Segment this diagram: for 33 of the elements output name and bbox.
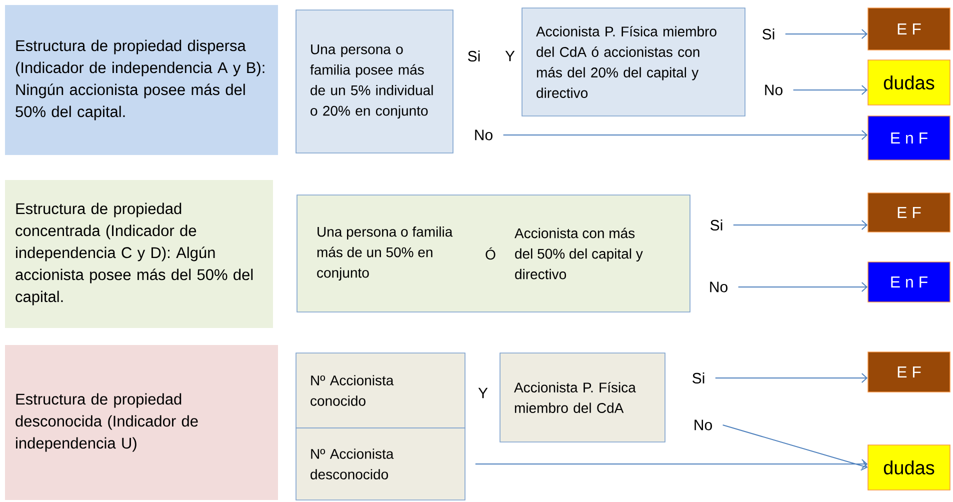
- condition-box: Nº Accionista desconocido: [296, 428, 466, 500]
- answer-label: Si: [710, 219, 722, 230]
- arrow: [714, 373, 868, 383]
- outcome-box: E F: [868, 8, 950, 50]
- arrow: [732, 220, 868, 230]
- outcome-box: E n F: [868, 116, 950, 160]
- answer-label: Si: [762, 28, 774, 40]
- answer-label: Si: [692, 372, 704, 384]
- arrow: [792, 85, 868, 95]
- answer-label: No: [694, 420, 712, 430]
- answer-label: No: [710, 282, 728, 292]
- arrow: [784, 29, 868, 39]
- category-box: Estructura de propiedad desconocida (Indicador de independencia U): [5, 345, 278, 500]
- category-box: Estructura de propiedad dispersa (Indicador de independencia A y B): Ningún accionista posee más del 50% del capital.: [5, 5, 278, 155]
- connector-label: Y: [478, 388, 488, 398]
- condition-box: Accionista P. Física miembro del CdA: [500, 352, 666, 442]
- arrow: [722, 424, 868, 471]
- condition-box: Accionista P. Física miembro del CdA ó accionistas con más del 20% del capital y directivo: [522, 8, 746, 116]
- connector-label: Si: [468, 50, 480, 62]
- condition-box: Una persona o familia posee más de un 5% individual o 20% en conjunto: [296, 10, 454, 154]
- outcome-box: E n F: [868, 262, 950, 302]
- condition-box: Nº Accionista conocido: [296, 352, 466, 428]
- outcome-box: dudas: [868, 60, 950, 106]
- arrow: [502, 130, 868, 140]
- outcome-box: E F: [868, 352, 950, 392]
- category-box: Estructura de propiedad concentrada (Indicador de independencia C y D): Algún accionista posee más del 50% del capital.: [5, 180, 273, 328]
- condition-box: Una persona o familia más de un 50% en conjunto Ó Accionista con más del 50% del capital y directivo: [296, 194, 690, 312]
- outcome-box: E F: [868, 192, 950, 232]
- arrow: [738, 282, 868, 292]
- arrow: [474, 459, 868, 469]
- answer-label: No: [475, 130, 492, 140]
- outcome-box: dudas: [868, 444, 950, 490]
- answer-label: No: [765, 84, 782, 96]
